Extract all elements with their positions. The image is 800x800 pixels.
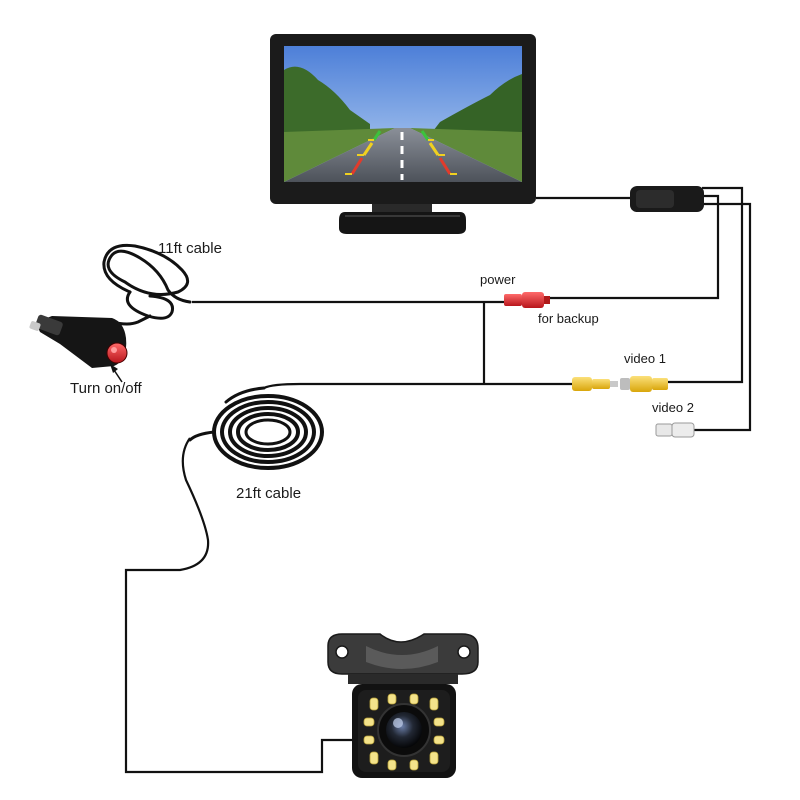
camera-lead-wire [124,437,354,774]
guide-line-yellow-right [428,142,440,156]
label-11ft-cable: 11ft cable [158,240,222,257]
label-turn-on-off: Turn on/off [70,380,142,397]
cable-11ft-coil [102,243,192,326]
label-video-2: video 2 [652,400,694,415]
monitor-road [284,128,522,182]
guide-line-green-left [372,130,382,141]
monitor-trees-right [430,74,522,135]
cable-21ft-line [263,382,572,390]
label-power: power [480,272,516,287]
cable-21ft-coil [188,386,324,470]
backup-camera-icon [327,633,479,778]
guide-line-ticks [345,139,457,175]
monitor-trees-left [284,66,370,135]
video2-wire [694,202,752,432]
camera-lens [386,712,422,748]
label-video-1: video 1 [624,351,666,366]
wires [124,186,752,774]
video2-plug-icon [655,422,695,438]
camera-bracket [327,633,479,675]
guide-line-yellow-left [362,142,374,156]
camera-led-ring [363,693,445,771]
guide-line-red-right [438,157,452,175]
turn-on-off-arrow [110,364,123,383]
video1-wire [668,186,744,384]
power-wire [548,194,720,300]
wire-connector-icon [630,186,704,212]
video1-plugs-icon [572,376,668,392]
charger-power-button[interactable] [106,342,128,364]
monitor-stand [339,212,466,234]
guide-line-green-right [420,130,430,141]
label-21ft-cable: 21ft cable [236,485,302,502]
power-plug-icon [504,292,550,308]
monitor-icon [270,34,536,234]
monitor-neck [372,204,432,212]
car-charger-icon [29,314,128,368]
label-for-backup: for backup [538,311,599,326]
guide-line-red-left [350,157,364,175]
